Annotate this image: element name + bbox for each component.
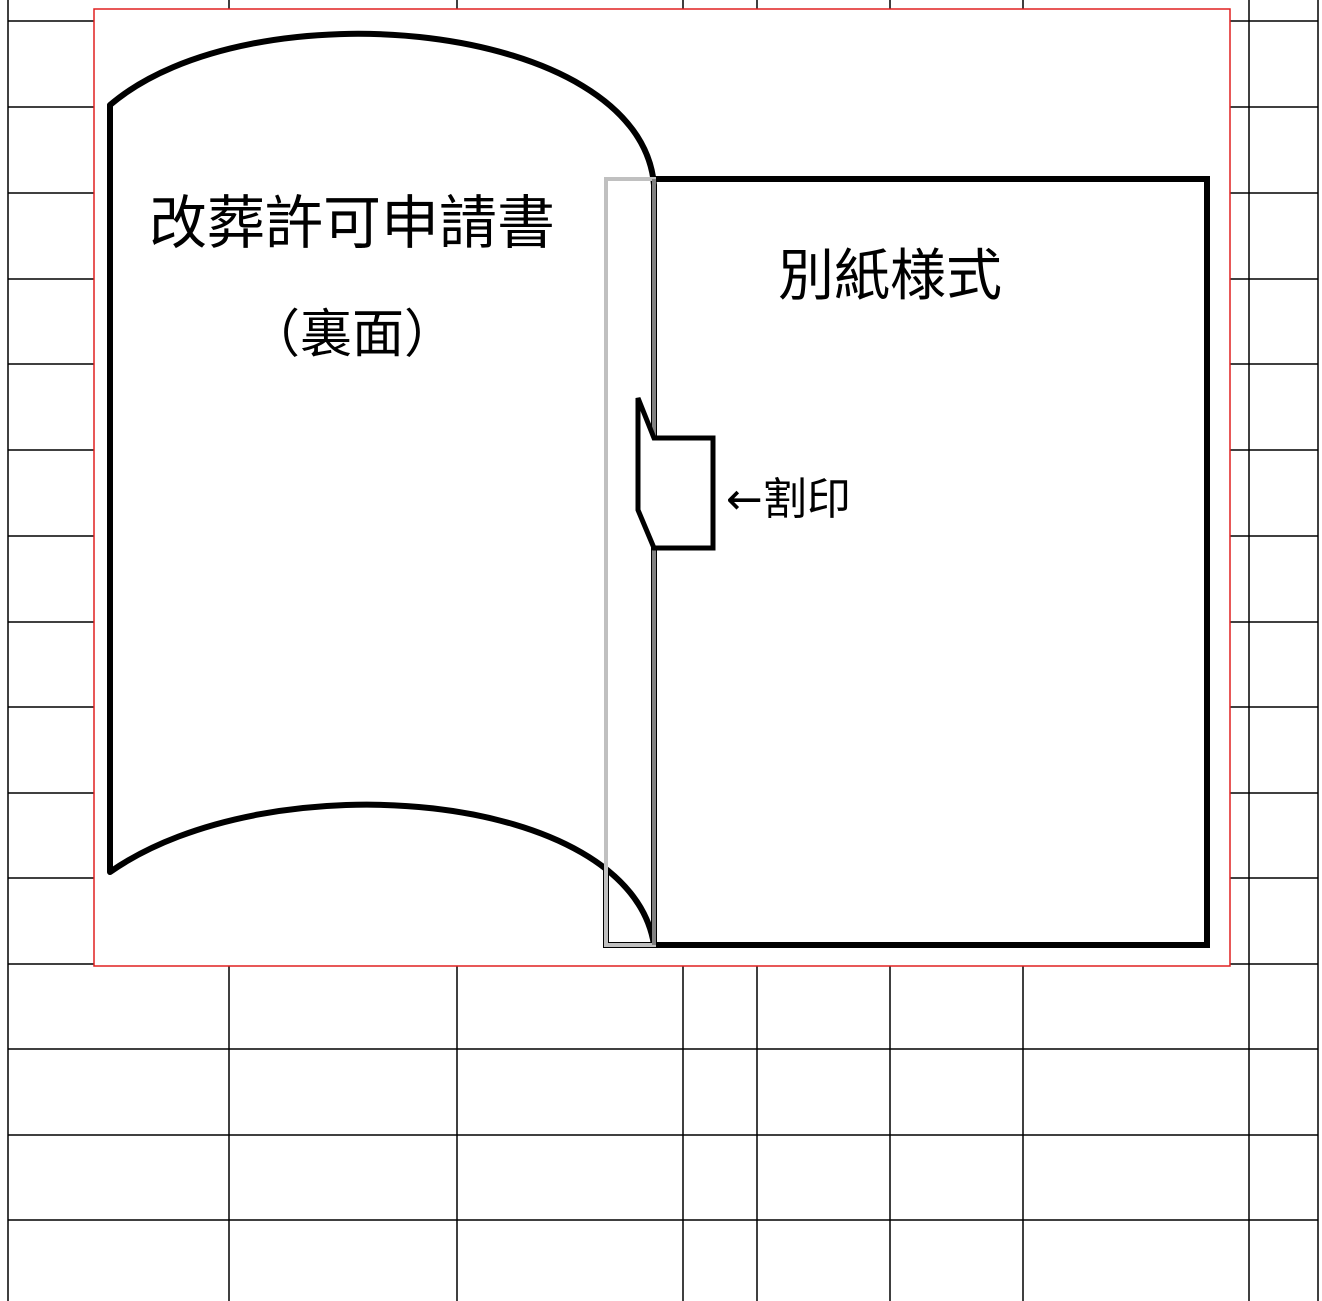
seal-label: ←割印 (726, 474, 851, 525)
drawing-object[interactable]: 改葬許可申請書 （裏面） 別紙様式 ←割印 (93, 8, 1231, 967)
attachment-title: 別紙様式 (778, 244, 1002, 309)
book-page-title: 改葬許可申請書 (149, 189, 555, 257)
book-page-subtitle: （裏面） (248, 305, 456, 365)
split-seal-mark (635, 397, 716, 551)
